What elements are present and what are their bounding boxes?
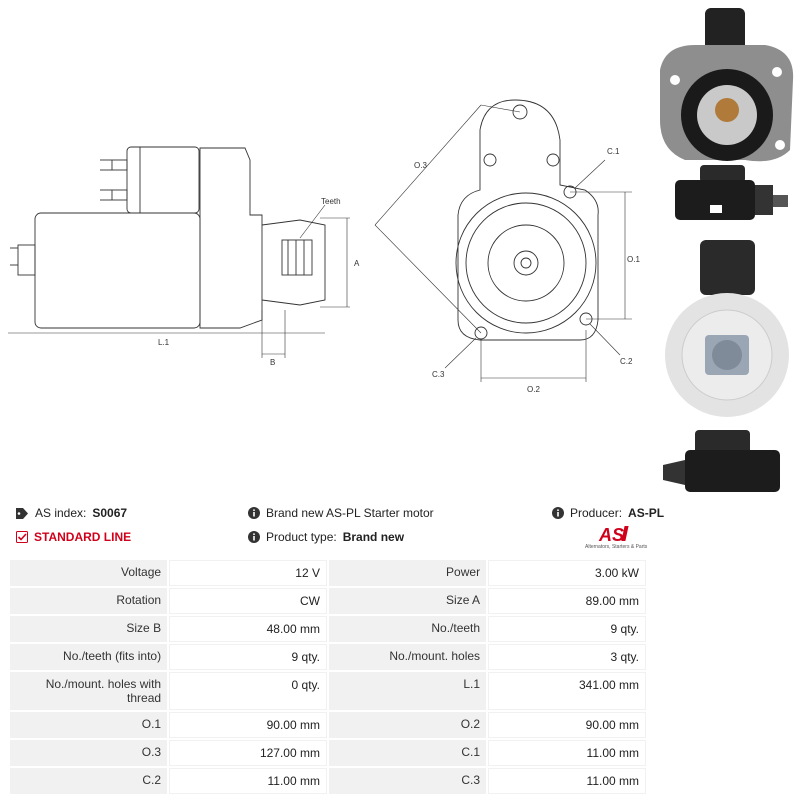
spec-label: O.1 — [10, 712, 168, 738]
dim-l1-label: L.1 — [158, 338, 170, 347]
spec-value: 12 V — [169, 560, 327, 586]
standard-line-label: STANDARD LINE — [34, 530, 132, 544]
teeth-label: Teeth — [321, 197, 341, 206]
dim-a-label: A — [354, 259, 360, 268]
tag-icon — [16, 507, 29, 519]
info-icon — [248, 531, 260, 543]
as-index-label: AS index: — [35, 506, 87, 520]
photo-rear-view — [665, 240, 789, 417]
spec-label: C.1 — [328, 740, 487, 766]
checkbox-icon — [16, 531, 28, 543]
spec-label: C.2 — [10, 768, 168, 794]
spec-label: Power — [328, 560, 487, 586]
product-photos — [660, 8, 794, 492]
producer-value: AS-PL — [628, 506, 665, 520]
photo-side-view — [675, 165, 788, 220]
producer-label: Producer: — [570, 506, 623, 520]
photo-side-view-2 — [663, 430, 780, 492]
spec-label: O.3 — [10, 740, 168, 766]
dim-c1-label: C.1 — [607, 147, 620, 156]
description-text: Brand new AS-PL Starter motor — [266, 506, 434, 520]
spec-label: Size B — [10, 616, 168, 642]
spec-value: 3.00 kW — [488, 560, 646, 586]
spec-value: 11.00 mm — [488, 768, 646, 794]
standard-line: STANDARD LINE — [16, 530, 131, 544]
as-index: AS index: S0067 — [16, 506, 127, 520]
photo-front-view — [660, 8, 794, 162]
svg-text:AS: AS — [598, 525, 624, 544]
spec-value: 0 qty. — [169, 672, 327, 710]
spec-label: L.1 — [328, 672, 487, 710]
spec-label: C.3 — [328, 768, 487, 794]
producer: Producer: AS-PL — [552, 506, 664, 520]
spec-value: 3 qty. — [488, 644, 646, 670]
spec-value: 11.00 mm — [488, 740, 646, 766]
info-icon — [248, 507, 260, 519]
product-type-label: Product type: — [266, 530, 337, 544]
dim-o2-label: O.2 — [527, 385, 540, 394]
spec-label: Voltage — [10, 560, 168, 586]
spec-value: 90.00 mm — [169, 712, 327, 738]
spec-value: 48.00 mm — [169, 616, 327, 642]
spec-value: 9 qty. — [488, 616, 646, 642]
spec-label: Rotation — [10, 588, 168, 614]
spec-row: No./teeth (fits into)9 qty.No./mount. ho… — [10, 644, 646, 670]
spec-value: CW — [169, 588, 327, 614]
spec-label: Size A — [328, 588, 487, 614]
as-pl-logo: AS Alternators, Starters & Parts — [585, 524, 650, 552]
spec-label: No./teeth (fits into) — [10, 644, 168, 670]
info-bar: AS index: S0067 STANDARD LINE Brand new … — [0, 502, 800, 552]
dim-c2-label: C.2 — [620, 357, 633, 366]
spec-label: No./mount. holes — [328, 644, 487, 670]
technical-drawing: Teeth A L.1 B O.3 O.1 O.2 C.1 C.2 C.3 — [8, 99, 640, 394]
spec-value: 90.00 mm — [488, 712, 646, 738]
spec-value: 127.00 mm — [169, 740, 327, 766]
spec-value: 89.00 mm — [488, 588, 646, 614]
logo-mark: AS — [598, 525, 629, 545]
spec-label: No./teeth — [328, 616, 487, 642]
dim-b-label: B — [270, 358, 275, 367]
as-index-value: S0067 — [92, 506, 128, 520]
spec-value: 341.00 mm — [488, 672, 646, 710]
description: Brand new AS-PL Starter motor — [248, 506, 434, 520]
logo-tagline: Alternators, Starters & Parts — [585, 544, 648, 550]
spec-label: O.2 — [328, 712, 487, 738]
product-type-value: Brand new — [342, 530, 405, 544]
product-type: Product type: Brand new — [248, 530, 404, 544]
spec-value: 9 qty. — [169, 644, 327, 670]
info-icon — [552, 507, 564, 519]
dim-o3-label: O.3 — [414, 161, 427, 170]
dim-c3-label: C.3 — [432, 370, 445, 379]
spec-label: No./mount. holes with thread — [10, 672, 168, 710]
spec-value: 11.00 mm — [169, 768, 327, 794]
dim-o1-label: O.1 — [627, 255, 640, 264]
